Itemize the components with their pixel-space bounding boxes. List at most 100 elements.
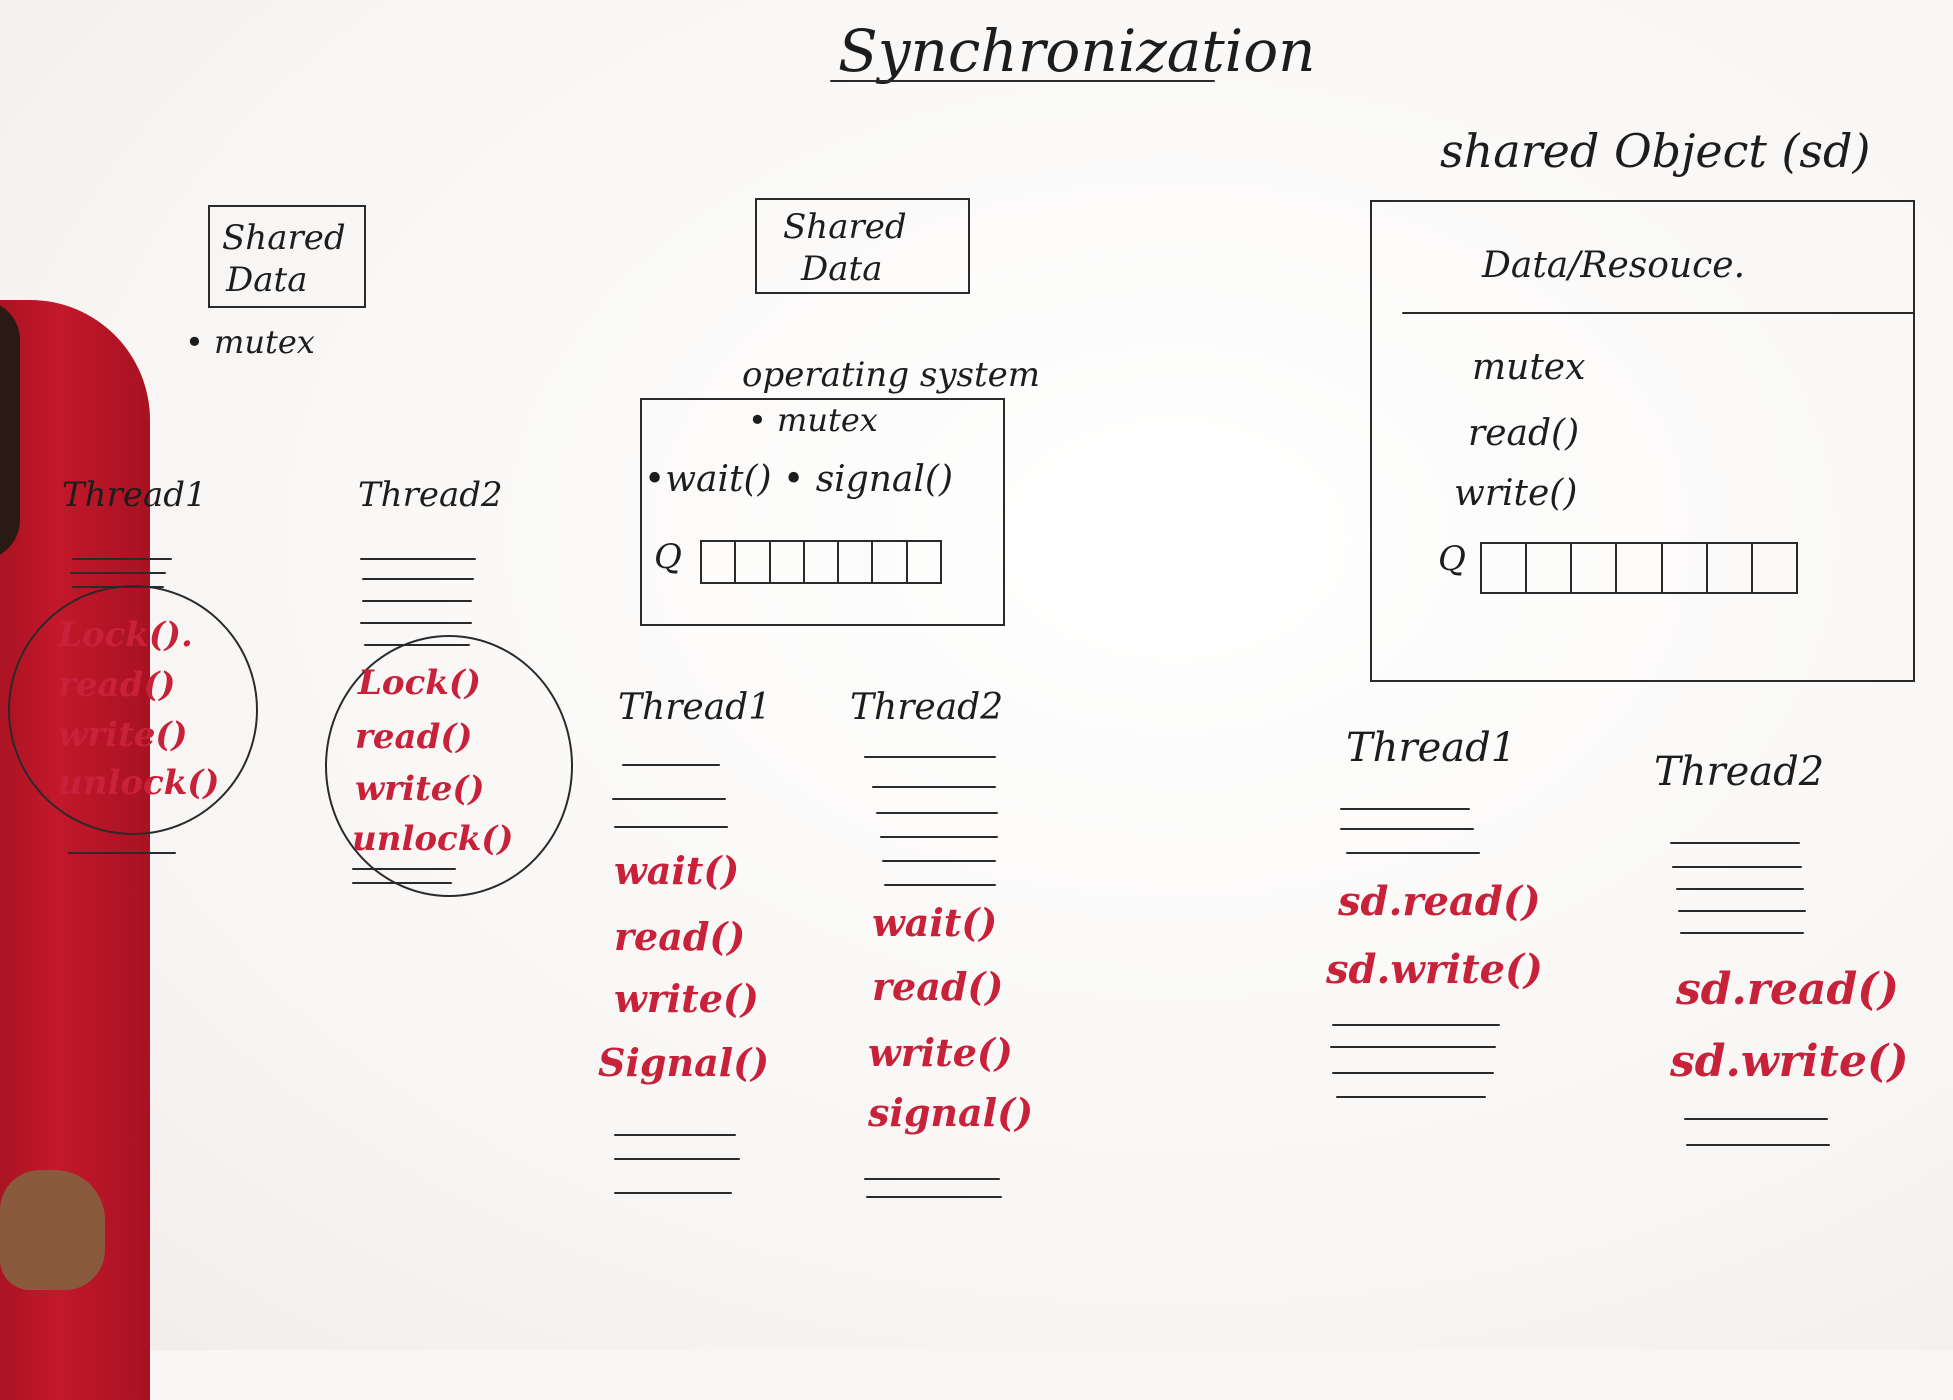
code-line <box>614 1192 732 1194</box>
queue-cell <box>1663 544 1708 592</box>
col3-thread2-label: Thread2 <box>1654 749 1825 795</box>
code-line <box>884 884 996 886</box>
code-line <box>72 558 172 560</box>
shared-data-box-1-line2: Data <box>226 260 308 300</box>
shared-object-member: mutex <box>1472 347 1586 388</box>
code-line <box>68 852 176 854</box>
code-line <box>362 600 472 602</box>
shared-object-box: Data/Resouce. mutex read() write() Q <box>1370 200 1915 682</box>
queue-cell <box>736 542 771 582</box>
queue-cell <box>805 542 840 582</box>
queue-cell <box>839 542 874 582</box>
shared-object-member: read() <box>1468 413 1580 454</box>
code-line <box>882 860 996 862</box>
code-line <box>360 558 476 560</box>
col1-t2-call: unlock() <box>352 819 514 859</box>
code-line <box>1684 1118 1828 1120</box>
code-line <box>352 882 452 884</box>
queue-cell <box>1708 544 1753 592</box>
code-line <box>1346 852 1480 854</box>
code-line <box>352 868 456 870</box>
col3-t1-call: sd.write() <box>1326 946 1543 993</box>
code-line <box>1680 932 1804 934</box>
queue-cell <box>1527 544 1573 592</box>
code-line <box>1330 1046 1496 1048</box>
shared-data-box-2: Shared Data <box>755 198 970 294</box>
shared-object-divider <box>1402 312 1914 314</box>
col1-t2-call: Lock() <box>358 663 482 703</box>
mutex-label-1: • mutex <box>185 323 315 361</box>
col3-t2-call: sd.read() <box>1676 964 1899 1015</box>
os-mutex-label: • mutex <box>748 401 878 439</box>
col1-t2-call: write() <box>355 769 485 809</box>
code-line <box>864 756 996 758</box>
col2-thread1-label: Thread1 <box>618 687 772 728</box>
title-underline <box>830 80 1215 82</box>
code-line <box>1336 1096 1486 1098</box>
col3-t2-call: sd.write() <box>1670 1036 1909 1087</box>
code-line <box>880 836 998 838</box>
col1-t1-call: read() <box>58 665 176 705</box>
queue-cell <box>771 542 805 582</box>
col1-t2-call: read() <box>355 717 473 757</box>
col1-t1-call: Lock(). <box>58 615 193 655</box>
code-line <box>872 786 996 788</box>
col2-t1-call: write() <box>614 976 759 1021</box>
shared-data-box-1-line1: Shared <box>222 218 346 258</box>
code-line <box>876 812 998 814</box>
code-line <box>70 572 166 574</box>
col2-t1-call: read() <box>614 914 746 959</box>
queue-cell <box>1572 544 1618 592</box>
queue-cell <box>1482 544 1528 592</box>
queue-cell <box>908 542 940 582</box>
shared-object-member: write() <box>1454 473 1578 514</box>
col2-thread2-label: Thread2 <box>850 687 1004 728</box>
code-line <box>1670 842 1800 844</box>
shared-data-box-1: Shared Data <box>208 205 366 308</box>
os-wait-queue <box>700 540 942 584</box>
critical-section-circle <box>8 585 258 835</box>
col3-t1-call: sd.read() <box>1338 878 1541 925</box>
col2-t2-call: read() <box>872 964 1004 1009</box>
shared-object-queue-label: Q <box>1438 539 1466 579</box>
code-line <box>1332 1024 1500 1026</box>
col2-t1-call: Signal() <box>598 1040 770 1085</box>
shared-data-box-2-line1: Shared <box>783 207 907 247</box>
code-line <box>622 764 720 766</box>
code-line <box>360 622 472 624</box>
shared-object-wait-queue <box>1480 542 1798 594</box>
code-line <box>614 1134 736 1136</box>
code-line <box>614 826 728 828</box>
col1-thread1-label: Thread1 <box>62 475 207 515</box>
code-line <box>1672 866 1802 868</box>
code-line <box>866 1196 1002 1198</box>
code-line <box>1686 1144 1830 1146</box>
queue-cell <box>702 542 737 582</box>
shared-object-header: Data/Resouce. <box>1482 245 1746 286</box>
shared-object-title: shared Object (sd) <box>1440 124 1871 178</box>
code-line <box>362 578 474 580</box>
code-line <box>1332 1072 1494 1074</box>
col2-t2-call: signal() <box>868 1090 1034 1135</box>
code-line <box>864 1178 1000 1180</box>
col2-t2-call: write() <box>868 1030 1013 1075</box>
col2-t1-call: wait() <box>614 848 740 893</box>
page-title: Synchronization <box>838 17 1316 85</box>
os-label: operating system <box>742 355 1041 395</box>
presenter-hand <box>0 1170 105 1290</box>
code-line <box>612 798 726 800</box>
presenter-head <box>0 300 20 560</box>
os-queue-label: Q <box>654 537 682 577</box>
col1-t1-call: unlock() <box>58 763 220 803</box>
critical-section-circle <box>325 635 573 897</box>
col1-t1-call: write() <box>58 715 188 755</box>
code-line <box>1678 910 1806 912</box>
col3-thread1-label: Thread1 <box>1346 725 1517 771</box>
queue-cell <box>1753 544 1796 592</box>
shared-data-box-2-line2: Data <box>801 249 883 289</box>
os-box: • mutex •wait() • signal() Q <box>640 398 1005 626</box>
code-line <box>1340 828 1474 830</box>
col1-thread2-label: Thread2 <box>358 475 503 515</box>
code-line <box>1340 808 1470 810</box>
